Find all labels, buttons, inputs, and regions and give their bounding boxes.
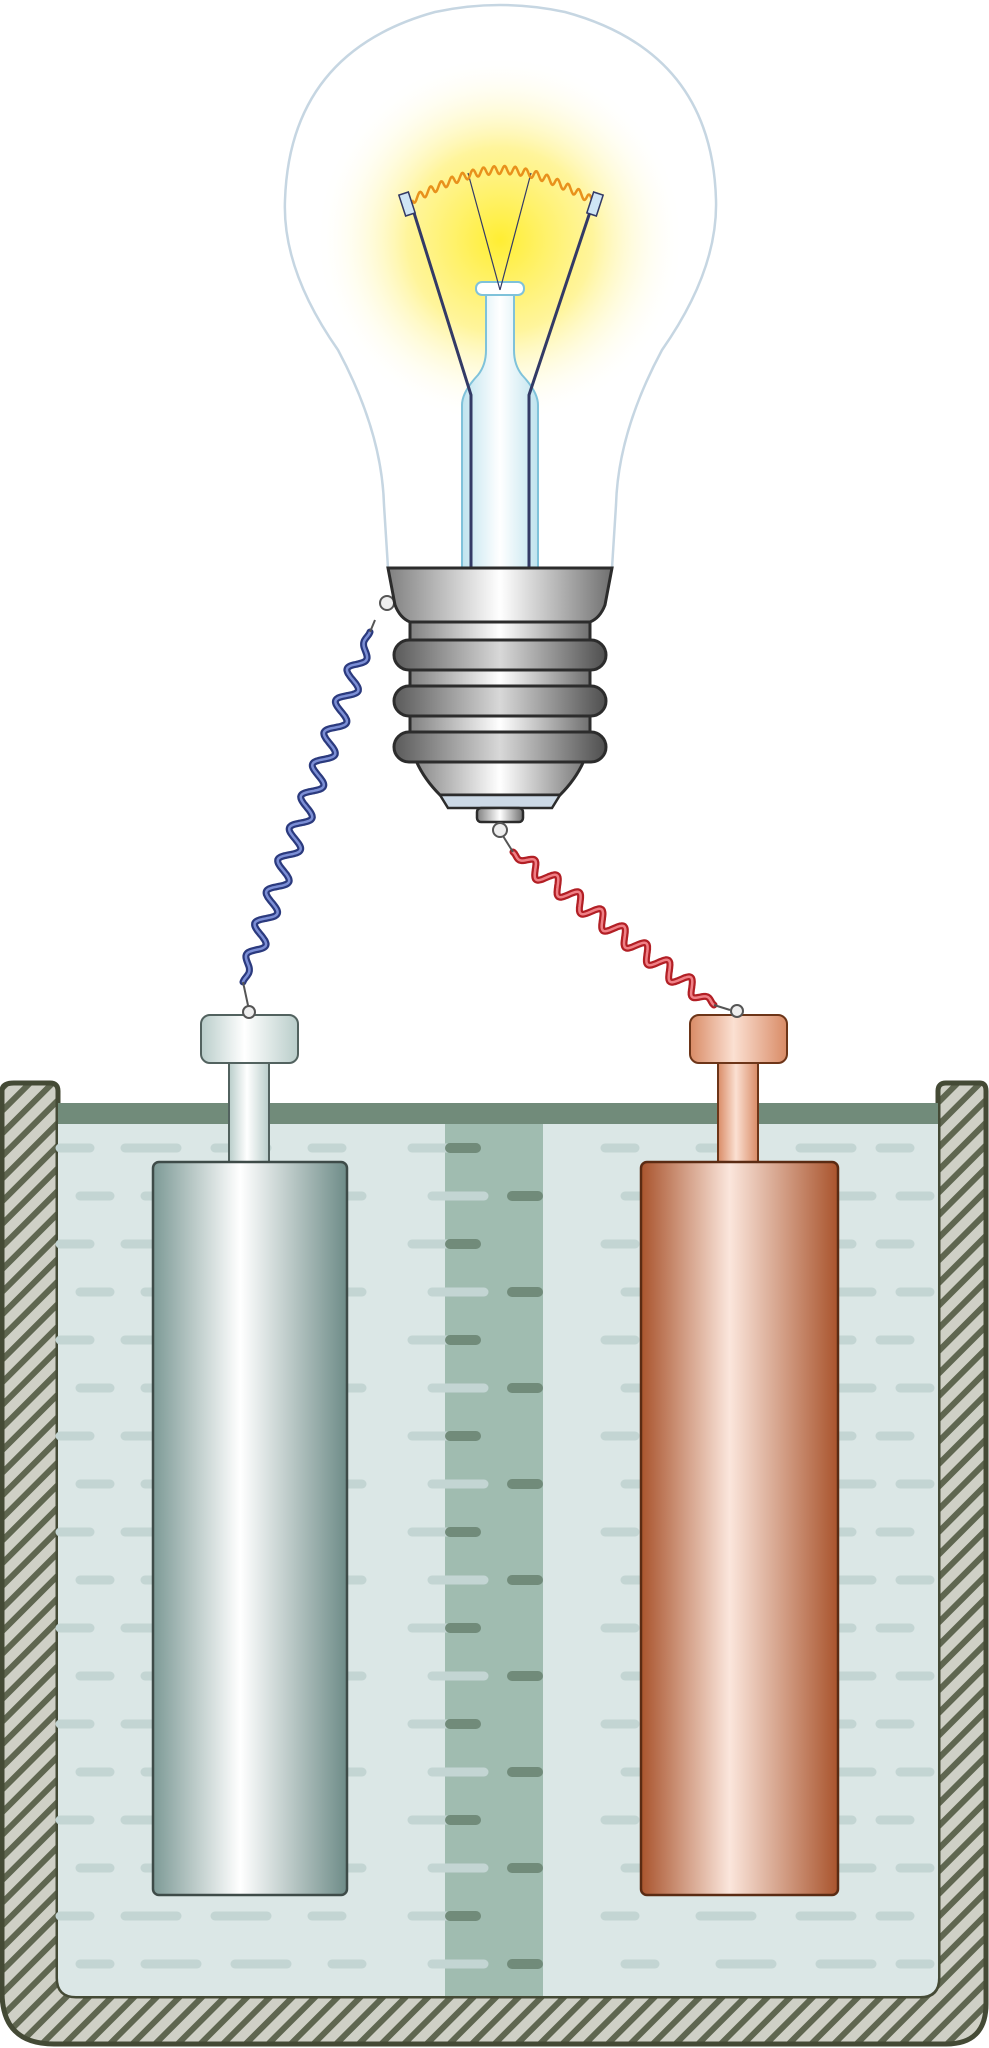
- separator-mark: [507, 1767, 543, 1777]
- zinc-terminal-stem: [228, 1062, 270, 1172]
- copper-connector: [730, 1004, 744, 1018]
- separator-mark: [445, 1527, 481, 1537]
- separator-mark: [445, 1911, 481, 1921]
- base-insulator: [437, 793, 563, 810]
- copper-electrode: [639, 1014, 840, 1897]
- separator-mark: [445, 1719, 481, 1729]
- filament: [410, 164, 594, 205]
- bulb-glow: [315, 55, 685, 425]
- separator-mark: [445, 1239, 481, 1249]
- base-tip-contact: [492, 822, 508, 838]
- light-bulb: [283, 3, 718, 838]
- zinc-plate: [151, 1160, 349, 1897]
- copper-terminal-stem: [717, 1062, 759, 1172]
- copper-terminal-cap: [689, 1014, 788, 1064]
- separator-marks: [445, 1143, 543, 1969]
- separator-mark: [445, 1335, 481, 1345]
- zinc-connector: [242, 1005, 256, 1019]
- filament-supports: [408, 172, 596, 568]
- base-thread-2: [392, 684, 608, 718]
- electrolyte-surface: [58, 1103, 938, 1124]
- separator-mark: [507, 1287, 543, 1297]
- base-thread-3: [392, 730, 608, 764]
- base-contact: [475, 806, 525, 824]
- separator-mark: [507, 1575, 543, 1585]
- wire-to-copper-highlight: [511, 850, 716, 1007]
- copper-lead: [713, 1004, 731, 1011]
- separator-mark: [507, 1959, 543, 1969]
- porous-separator: [445, 1124, 543, 1996]
- separator-mark: [507, 1671, 543, 1681]
- separator-mark: [507, 1383, 543, 1393]
- bulb-tip-lead: [502, 835, 514, 853]
- base-thread-1: [392, 638, 608, 672]
- bulb-side-contact: [379, 595, 395, 611]
- separator-mark: [445, 1143, 481, 1153]
- bulb-glass: [283, 3, 718, 569]
- screw-base: [386, 566, 614, 838]
- separator-mark: [507, 1479, 543, 1489]
- separator-mark: [445, 1815, 481, 1825]
- separator-mark: [507, 1863, 543, 1873]
- separator-mark: [507, 1191, 543, 1201]
- filament-clamp-left: [397, 191, 417, 217]
- bulb-side-lead: [369, 619, 376, 633]
- base-collar: [386, 566, 614, 624]
- filament-clamp-right: [585, 191, 605, 217]
- zinc-terminal-cap: [200, 1014, 299, 1064]
- separator-mark: [445, 1623, 481, 1633]
- copper-plate: [639, 1160, 840, 1897]
- separator-mark: [445, 1431, 481, 1441]
- zinc-electrode: [151, 1014, 349, 1897]
- wires: [239, 595, 744, 1019]
- wire-to-zinc-highlight: [241, 630, 372, 984]
